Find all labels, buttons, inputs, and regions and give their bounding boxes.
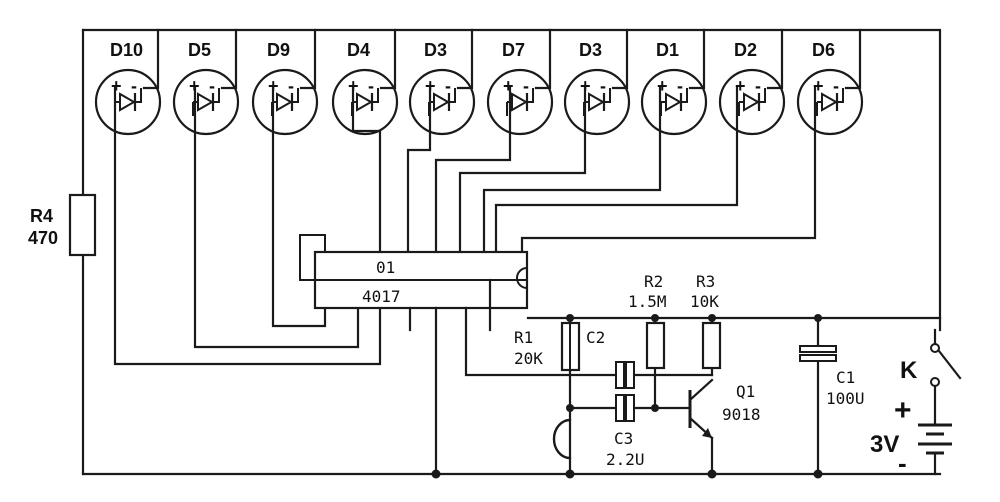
led-plus-sign: + xyxy=(111,76,122,96)
led-minus-sign: - xyxy=(368,76,374,96)
led-top-wire xyxy=(611,28,629,90)
led-cathode-wires xyxy=(142,28,862,90)
led-plus-sign: + xyxy=(735,76,746,96)
q1-part: 9018 xyxy=(722,405,761,424)
r1-name: R1 xyxy=(514,328,533,347)
c1-value: 100U xyxy=(826,389,865,408)
c3-name: C3 xyxy=(614,429,633,448)
ic-part: 4017 xyxy=(362,287,401,306)
r1-value: 20K xyxy=(514,349,543,368)
led-plus-sign: + xyxy=(503,76,514,96)
c2-name: C2 xyxy=(586,328,605,347)
r3-resistor: R3 10K xyxy=(690,272,722,370)
r2-resistor: R2 1.5M xyxy=(628,272,667,370)
led-minus-sign: - xyxy=(600,76,606,96)
c1-capacitor: C1 100U xyxy=(799,345,865,408)
led-minus-sign: - xyxy=(677,76,683,96)
led-label: D7 xyxy=(502,40,525,60)
led-8: +- D1 xyxy=(640,40,708,136)
r4-name: R4 xyxy=(30,206,53,226)
led-label: D10 xyxy=(110,40,143,60)
battery-minus: - xyxy=(898,448,907,478)
ic-name: 01 xyxy=(376,258,395,277)
led-plus-sign: + xyxy=(813,76,824,96)
diode-lead xyxy=(759,88,766,103)
led-label: D4 xyxy=(347,40,370,60)
switch-k: K xyxy=(900,328,962,387)
led-7: +- D3 xyxy=(563,40,631,136)
diode-lead xyxy=(837,88,844,103)
led-minus-sign: - xyxy=(523,76,529,96)
c1-name: C1 xyxy=(836,368,855,387)
diode-lead xyxy=(527,88,534,103)
led-label: D9 xyxy=(267,40,290,60)
led-top-wire xyxy=(379,28,397,90)
microphone-icon xyxy=(552,418,572,460)
oscillator-wires xyxy=(434,306,942,476)
r2-value: 1.5M xyxy=(628,292,667,311)
led-minus-sign: - xyxy=(833,76,839,96)
r3-name: R3 xyxy=(696,272,715,291)
led-array: +-D10+-D5+-D9+-D4+-D3+-D7+-D3+-D1+-D2+-D… xyxy=(94,40,864,136)
led-minus-sign: - xyxy=(445,76,451,96)
led-top-wire xyxy=(766,28,784,90)
diode-lead xyxy=(292,88,299,103)
c3-value: 2.2U xyxy=(606,450,645,469)
led-top-wire xyxy=(534,28,552,90)
led-top-wire xyxy=(142,28,160,90)
led-plus-sign: + xyxy=(657,76,668,96)
r4-value: 470 xyxy=(28,228,58,248)
led-plus-sign: + xyxy=(189,76,200,96)
r1-resistor: R1 20K C2 xyxy=(514,321,605,372)
r3-value: 10K xyxy=(690,292,719,311)
led-plus-sign: + xyxy=(348,76,359,96)
diode-lead xyxy=(372,88,379,103)
diode-lead xyxy=(213,88,220,103)
led-6: +- D7 xyxy=(486,40,554,136)
c3-capacitor: C3 2.2U xyxy=(606,394,645,469)
q1-transistor: Q1 9018 xyxy=(688,378,761,440)
led-minus-sign: - xyxy=(209,76,215,96)
diode-lead xyxy=(135,88,142,103)
switch-name: K xyxy=(900,357,918,384)
battery-plus: + xyxy=(894,394,912,427)
r2-name: R2 xyxy=(644,272,663,291)
q1-name: Q1 xyxy=(736,382,755,401)
battery: + 3V - xyxy=(870,384,952,478)
diode-lead xyxy=(681,88,688,103)
led-label: D1 xyxy=(656,40,679,60)
led-plus-sign: + xyxy=(580,76,591,96)
led-label: D5 xyxy=(188,40,211,60)
led-top-wire xyxy=(299,28,317,90)
led-plus-sign: + xyxy=(425,76,436,96)
led-label: D2 xyxy=(734,40,757,60)
ic-4017: 01 4017 xyxy=(299,234,529,332)
frame-wires xyxy=(81,28,942,476)
led-top-wire xyxy=(688,28,706,90)
led-top-wire xyxy=(220,28,238,90)
led-label: D6 xyxy=(812,40,835,60)
led-5: +- D3 xyxy=(408,40,476,136)
led-3: +- D9 xyxy=(251,40,319,136)
led-label: D3 xyxy=(579,40,602,60)
diode-lead xyxy=(604,88,611,103)
led-minus-sign: - xyxy=(288,76,294,96)
led-anode-wires xyxy=(113,86,817,366)
battery-voltage: 3V xyxy=(870,431,899,458)
junction-dots xyxy=(431,314,823,479)
c2-capacitor xyxy=(615,361,635,389)
diode-lead xyxy=(449,88,456,103)
led-minus-sign: - xyxy=(755,76,761,96)
led-label: D3 xyxy=(424,40,447,60)
led-2: +- D5 xyxy=(172,40,240,136)
led-top-wire xyxy=(844,28,862,90)
led-top-wire xyxy=(456,28,474,90)
led-plus-sign: + xyxy=(268,76,279,96)
led-minus-sign: - xyxy=(131,76,137,96)
r4-resistor: R4 470 xyxy=(28,193,97,257)
